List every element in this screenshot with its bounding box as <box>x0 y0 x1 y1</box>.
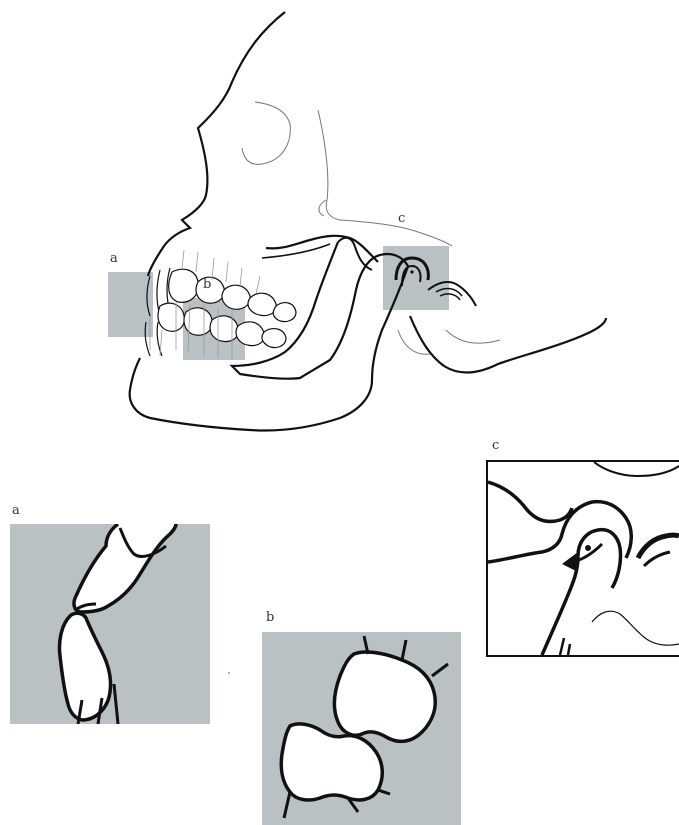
stray-dot <box>228 672 230 674</box>
cranium-outline <box>148 12 285 276</box>
label-b-main: b <box>203 277 211 292</box>
mastoid-detail <box>592 611 679 645</box>
condyle-dot <box>410 270 413 273</box>
label-a-detail: a <box>12 504 20 517</box>
movement-arrow-head <box>562 552 578 572</box>
detail-panel-c <box>486 460 679 657</box>
condyle-center-dot <box>585 545 591 551</box>
skull-lateral-view: a b c <box>0 0 679 440</box>
ear-canal-inner <box>644 552 670 566</box>
skull-base-curve <box>594 462 679 476</box>
upper-molar <box>334 652 435 741</box>
detail-panel-b <box>262 632 461 825</box>
skull-base <box>410 316 606 373</box>
styloid-lines <box>560 638 570 655</box>
orbit-line <box>242 102 290 164</box>
zygoma-line <box>319 200 326 216</box>
label-b-detail: b <box>266 611 274 624</box>
incisors-detail <box>10 524 210 724</box>
detail-panel-a <box>10 524 210 724</box>
lower-incisor <box>59 613 110 720</box>
label-a-main: a <box>110 251 118 266</box>
region-c-highlight <box>383 246 449 310</box>
mastoid-line <box>398 330 500 354</box>
molars-detail <box>262 632 461 825</box>
zygomatic-arch <box>266 236 378 262</box>
temporal-line <box>318 110 452 246</box>
label-c-main: c <box>398 211 405 226</box>
maxilla-lower <box>262 244 330 258</box>
label-c-detail: c <box>492 439 499 452</box>
articular-eminence <box>488 482 572 521</box>
tmj-detail <box>488 462 679 655</box>
region-a-highlight <box>108 272 153 337</box>
lower-molar <box>281 724 382 800</box>
